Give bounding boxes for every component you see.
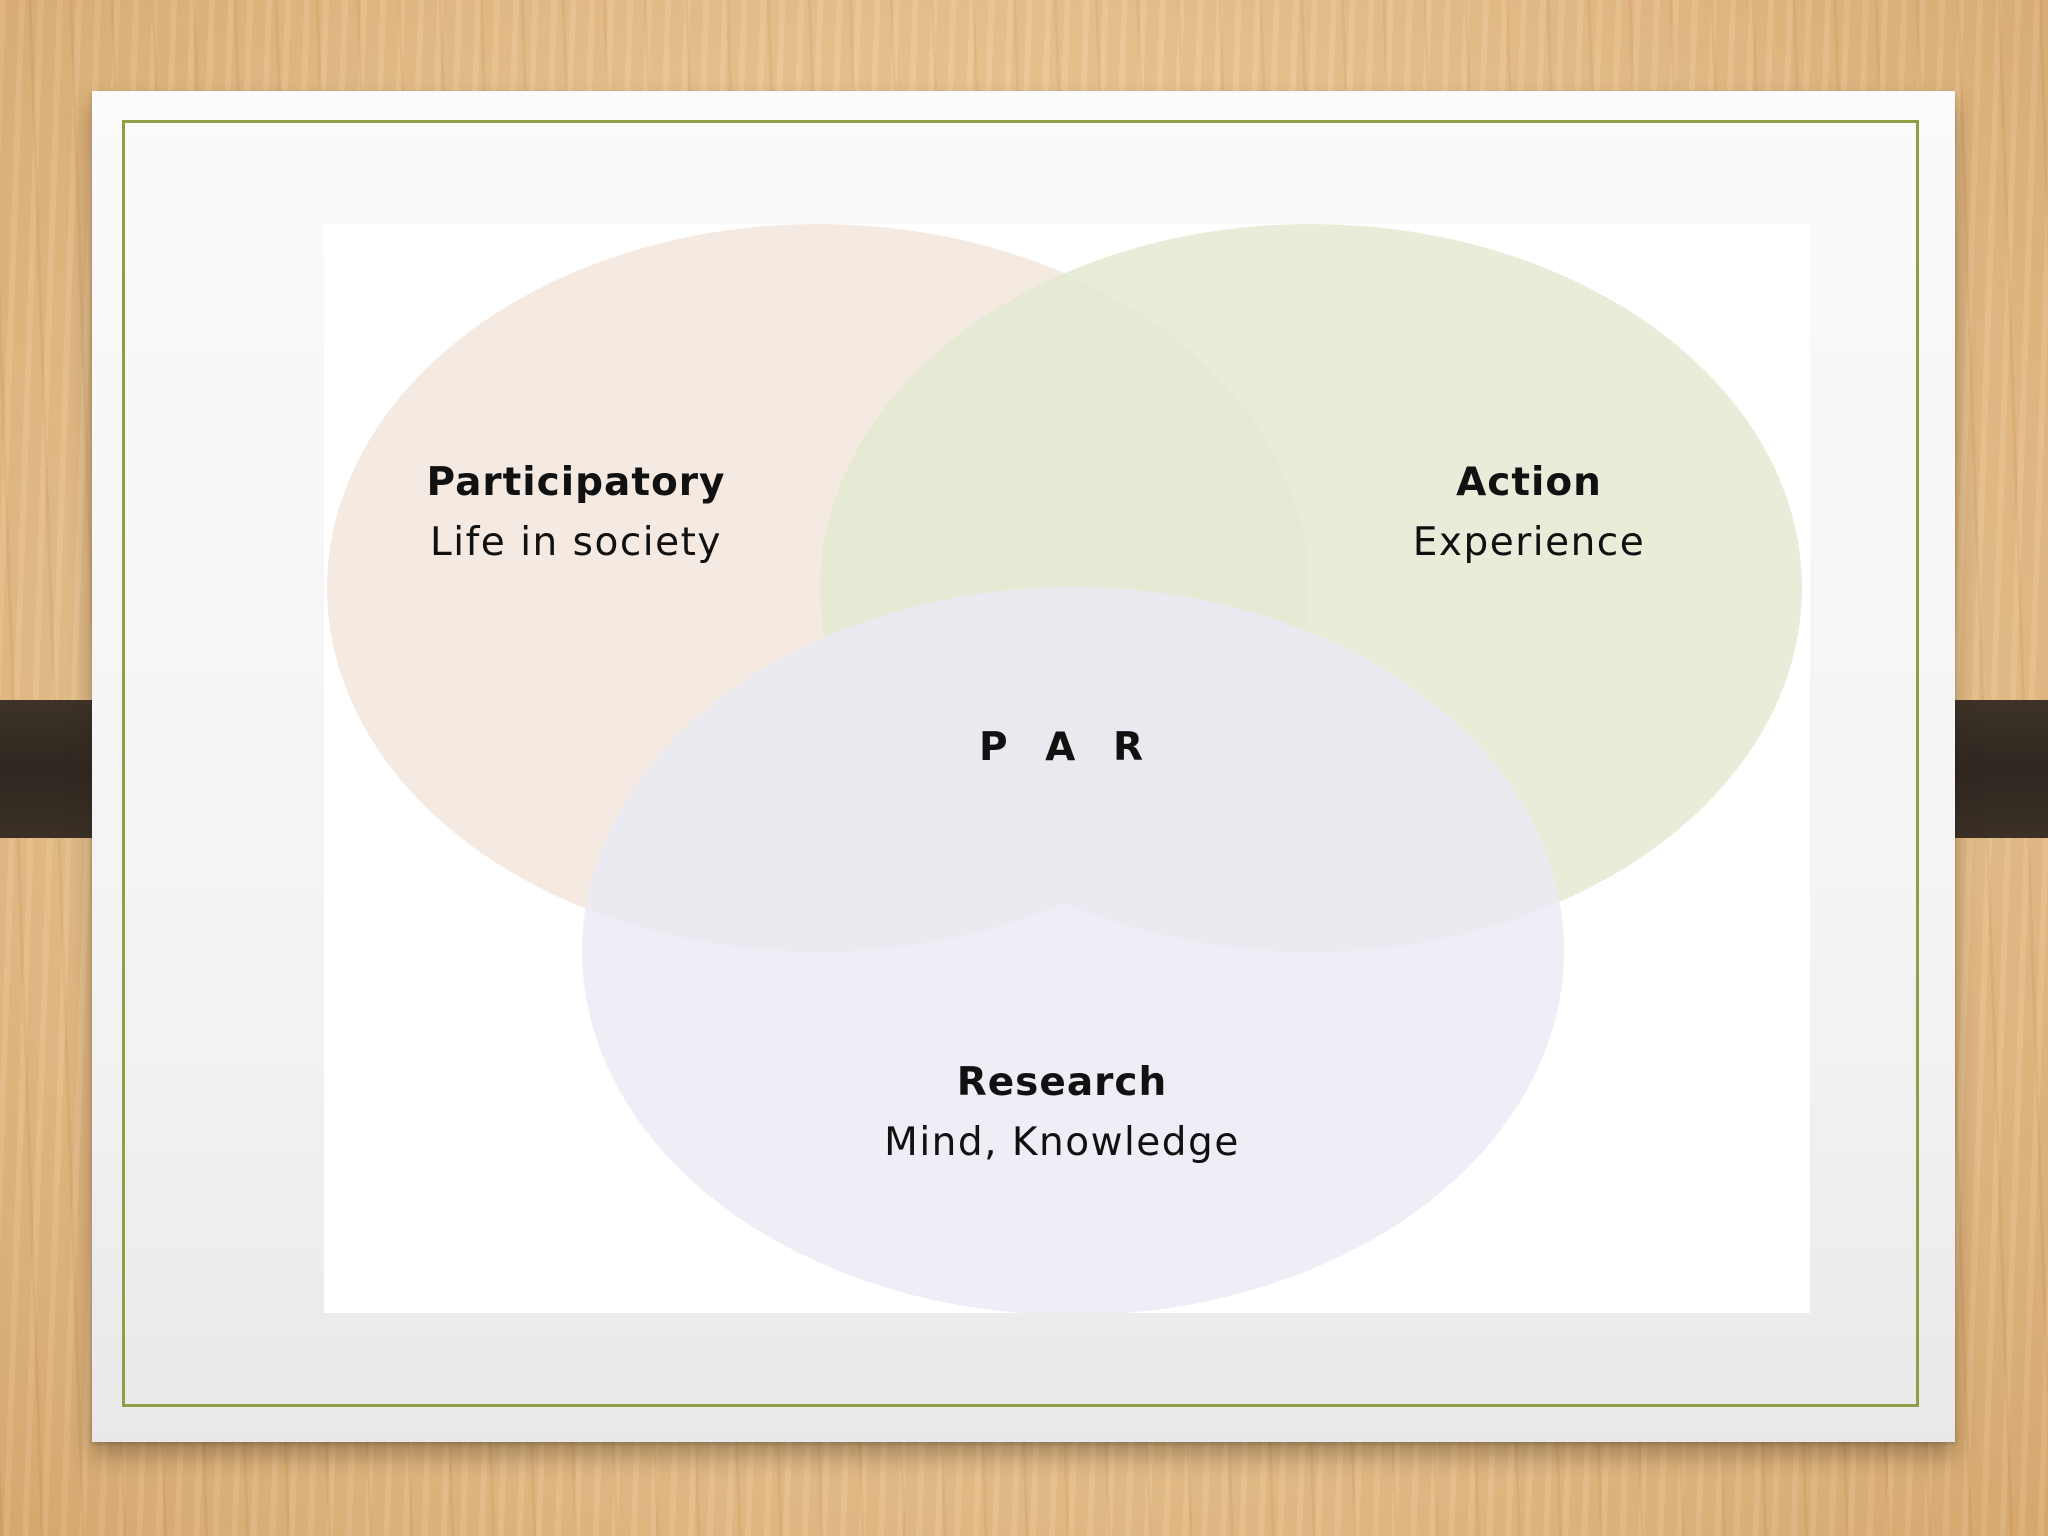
action-title: Action [1456, 460, 1602, 505]
research-title: Research [957, 1060, 1168, 1105]
research-subtitle: Mind, Knowledge [884, 1120, 1240, 1165]
research-circle [582, 587, 1564, 1313]
action-subtitle: Experience [1413, 520, 1646, 565]
slide-border-frame [122, 120, 1919, 1407]
venn-diagram: Participatory Life in society Action Exp… [327, 224, 1802, 1313]
participatory-title: Participatory [427, 460, 726, 505]
participatory-subtitle: Life in society [430, 520, 722, 565]
par-center-label: P A R [979, 725, 1155, 770]
